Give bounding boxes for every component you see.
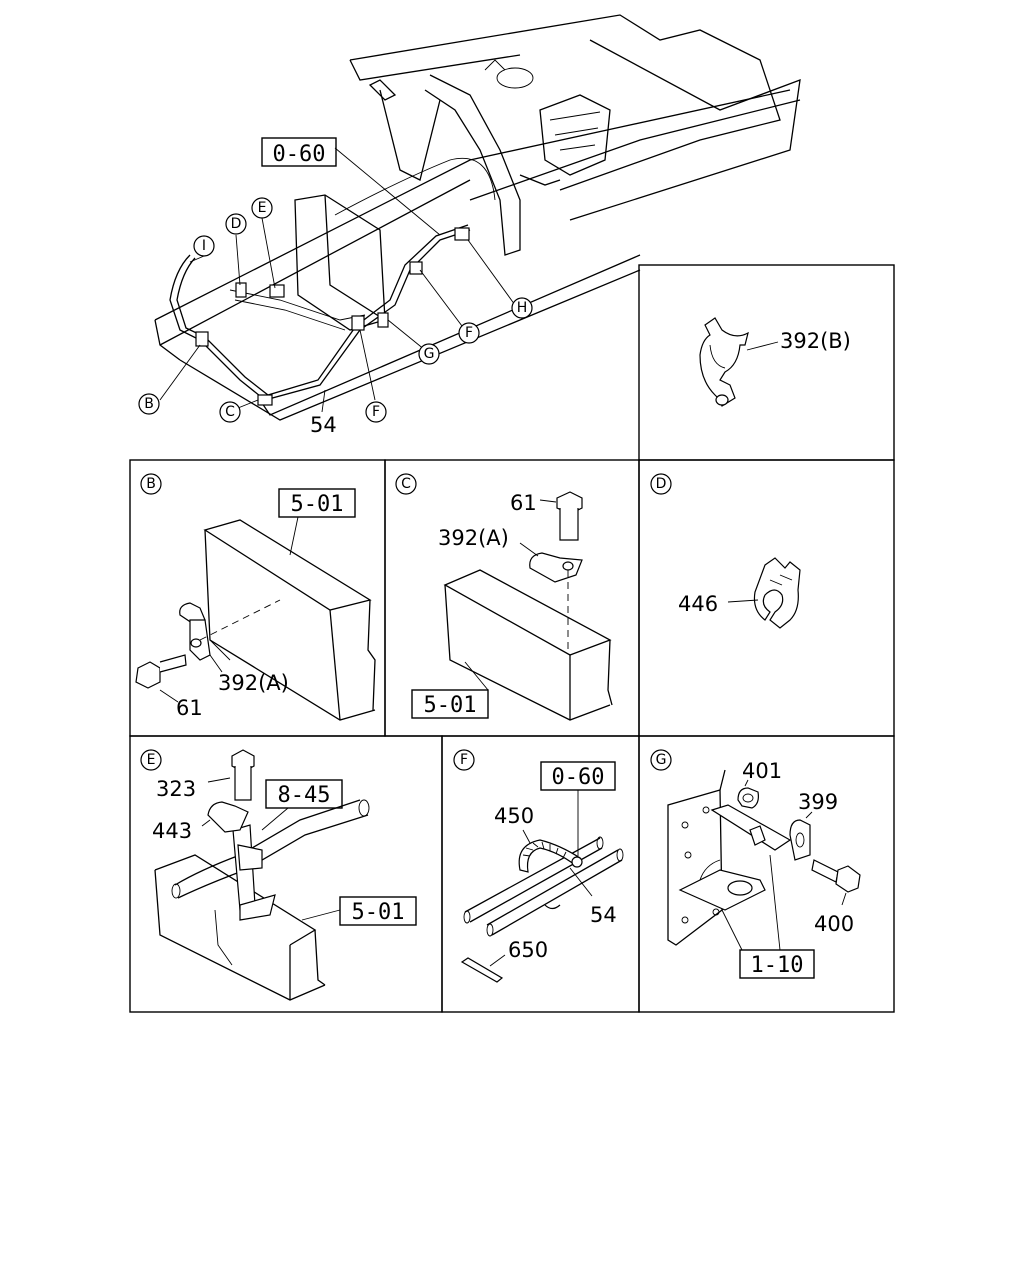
svg-text:H: H <box>517 300 528 316</box>
part-label-392b: 392(B) <box>780 329 851 353</box>
svg-text:E: E <box>147 752 156 768</box>
callout-G: G <box>418 343 440 365</box>
ref-box-1-10 <box>739 949 815 979</box>
detail-panel-g: G 401 399 400 1-10 <box>638 735 895 1013</box>
svg-text:D: D <box>656 476 667 492</box>
svg-text:E: E <box>258 200 267 216</box>
part-label-392a-c: 392(A) <box>438 526 509 550</box>
detail-panel-h: 392(B) <box>638 264 895 461</box>
ref-box-5-01-e <box>339 896 417 926</box>
svg-text:5-01: 5-01 <box>424 693 477 718</box>
part-label-450: 450 <box>494 804 534 828</box>
callout-H: H <box>511 297 533 319</box>
callout-F-upper: F <box>458 322 480 344</box>
detail-e-letter: E <box>140 749 162 771</box>
svg-text:8-45: 8-45 <box>278 783 331 808</box>
ref-box-8-45 <box>265 779 343 809</box>
ref-label-0-60: 0-60 <box>273 142 326 167</box>
part-label-400: 400 <box>814 912 854 936</box>
detail-panel-d: D 446 <box>638 459 895 737</box>
callout-F-lower: F <box>365 401 387 423</box>
part-label-323: 323 <box>156 777 196 801</box>
detail-panel-e: E 323 443 8-45 5-01 <box>129 735 443 1013</box>
svg-text:B: B <box>146 476 156 492</box>
callout-E: E <box>251 197 273 219</box>
svg-text:G: G <box>424 346 435 362</box>
detail-d-letter: D <box>650 473 672 495</box>
svg-text:C: C <box>401 476 411 492</box>
detail-panel-f: F 450 0-60 54 650 <box>441 735 640 1013</box>
svg-text:I: I <box>202 238 206 254</box>
svg-text:5-01: 5-01 <box>352 900 405 925</box>
callout-I: I <box>193 235 215 257</box>
svg-text:5-01: 5-01 <box>291 492 344 517</box>
part-label-401: 401 <box>742 759 782 783</box>
part-label-61-c: 61 <box>510 491 537 515</box>
svg-text:G: G <box>656 752 667 768</box>
callout-D: D <box>225 213 247 235</box>
svg-text:1-10: 1-10 <box>751 953 804 978</box>
detail-c-letter: C <box>395 473 417 495</box>
callout-B: B <box>138 393 160 415</box>
ref-box-5-01-b <box>278 488 356 518</box>
svg-text:D: D <box>231 216 242 232</box>
svg-text:B: B <box>144 396 154 412</box>
part-label-443: 443 <box>152 819 192 843</box>
detail-f-letter: F <box>453 749 475 771</box>
svg-text:C: C <box>225 404 235 420</box>
detail-g-letter: G <box>650 749 672 771</box>
svg-text:F: F <box>372 404 380 420</box>
part-label-54: 54 <box>310 413 337 437</box>
svg-text:0-60: 0-60 <box>552 765 605 790</box>
part-label-54-f: 54 <box>590 903 617 927</box>
callout-C: C <box>219 401 241 423</box>
ref-box-5-01-c <box>411 689 489 719</box>
part-label-446: 446 <box>678 592 718 616</box>
part-label-61-b: 61 <box>176 696 203 720</box>
svg-text:F: F <box>460 752 468 768</box>
chassis-overview: 0-60 I D E B C F G F H 54 <box>138 14 801 437</box>
detail-panel-c: C 61 392(A) 5-01 <box>384 459 640 737</box>
ref-box-0-60 <box>261 137 337 167</box>
part-label-392a-b: 392(A) <box>218 671 289 695</box>
part-label-399: 399 <box>798 790 838 814</box>
svg-text:F: F <box>465 325 473 341</box>
part-label-650: 650 <box>508 938 548 962</box>
detail-panel-b: B 5-01 392(A) 61 <box>129 459 386 737</box>
detail-b-letter: B <box>140 473 162 495</box>
